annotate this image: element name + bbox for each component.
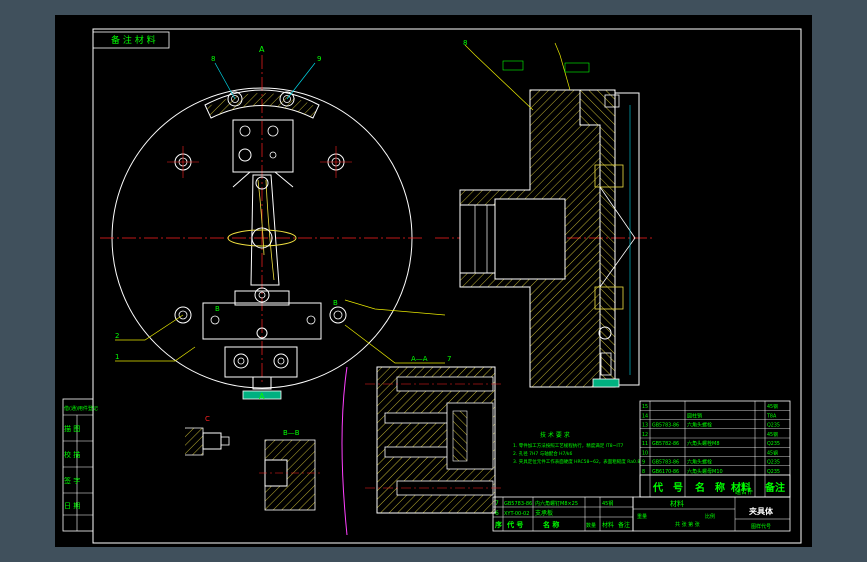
left-strip-row-1: 描 图 [64,424,80,433]
parts-row-3-col-5: 45钢 [767,431,778,438]
parts-header-1: 号 [673,482,683,494]
lower-row-1-code: XYT-00-02 [504,511,529,517]
parts-header-2: 名 [695,481,705,494]
drawing-border [92,28,802,544]
parts-row-7-col-2: 六角头螺母M10 [687,468,723,475]
lower-row-1-name: 支承板 [535,509,553,517]
cad-drawing: 备 注 材 料 借(通)用件登记 描 图 校 描 签 字 日 期 [62,28,802,544]
section-b-b-view: B—B [259,429,323,511]
left-strip: 借(通)用件登记 描 图 校 描 签 字 日 期 [62,398,98,532]
parts-row-1-col-0: 14 [642,413,648,419]
section-side-view: 8 [435,39,655,388]
lower-header-4: 材料 [602,521,614,529]
parts-row-5-col-5: 45钢 [767,449,778,456]
parts-row-1-col-2: 圆柱销 [687,412,702,419]
section-b-label-left: B [215,305,220,313]
parts-row-1-col-5: T8A [766,413,777,419]
section-a-label-bottom: A [259,392,265,401]
upper-clamp-block [232,119,294,173]
parts-row-6-col-2: 六角头螺栓 [687,459,712,466]
parts-row-2-col-0: 13 [642,423,648,429]
left-strip-row-0: 借(通)用件登记 [64,405,98,412]
clamp-plate [614,92,640,386]
title-scale-label: 比例 [705,513,715,520]
left-strip-row-4: 日 期 [64,502,80,510]
lower-header-1: 代 号 [506,520,523,529]
lower-row-0-name: 内六角螺钉M8×25 [535,500,578,507]
tech-line-0: 1. 零件加工方法按照工艺规程执行，精度满足 IT8~IT7 [513,442,623,449]
tech-title: 技 术 要 求 [540,431,570,439]
top-arc-slot [204,89,320,119]
side-view-label: 8 [463,39,467,47]
parts-row-2-col-5: Q235 [767,423,780,429]
parts-row-5-col-0: 10 [642,450,648,456]
title-drawing-name: 夹具体 [749,506,774,516]
lower-row-0-no: 7 [495,500,499,507]
left-strip-row-3: 签 字 [64,476,80,485]
leader-label-8: 8 [211,55,215,63]
left-strip-row-2: 校 描 [64,450,80,459]
parts-row-6-col-1: GB5783-86 [652,460,679,466]
lower-row-1-no: 6 [495,510,499,517]
lower-row-0-code: GB5783-86 [504,501,532,507]
parts-row-3-col-0: 12 [642,432,648,438]
parts-row-7-col-5: Q235 [767,469,780,475]
parts-row-4-col-2: 六角头螺栓M8 [687,440,720,447]
drawing-sheet: 备 注 材 料 借(通)用件登记 描 图 校 描 签 字 日 期 [55,15,812,547]
lower-header-3: 数量 [586,522,596,529]
top-left-box-text: 备 注 材 料 [111,34,156,46]
title-note-0: 重量 [637,513,647,520]
lower-header-2: 名 称 [543,520,559,529]
knurled-knob [242,390,282,400]
swing-lever-arm [250,174,280,286]
leader-label-1: 1 [115,353,119,361]
lower-clamp-block [202,302,322,340]
title-material-label: 材料 [670,499,684,508]
detail-view-c: C [185,415,230,456]
parts-row-0-col-0: 15 [642,404,648,410]
parts-header-0: 代 [652,481,663,494]
leader-label-9: 9 [317,55,321,63]
parts-row-7-col-1: GB6170-86 [652,469,679,475]
lower-header-5: 备注 [618,521,630,529]
parts-row-4-col-1: GB5782-86 [652,441,679,447]
parts-row-2-col-2: 六角头螺栓 [687,422,712,429]
main-plan-view: A A B B 8 9 1 2 7 [100,45,451,401]
technical-requirements: 技 术 要 求 1. 零件加工方法按照工艺规程执行，精度满足 IT8~IT7 2… [513,431,640,465]
parts-row-4-col-5: Q235 [767,441,780,447]
lower-row-0-mat: 45钢 [602,500,613,507]
parts-header-3: 称 [715,481,725,494]
title-note-1: 共 张 第 张 [675,521,700,528]
title-subtitle: 组合件 [735,488,753,496]
parts-row-7-col-0: 8 [642,469,645,475]
parts-row-4-col-0: 11 [642,441,648,447]
parts-row-2-col-1: GB5783-86 [652,423,679,429]
section-a-a-title: A—A [411,355,428,363]
tech-line-2: 3. 夹具定位元件工作表面硬度 HRC58~62，表面粗糙度 Ra0.8 [513,458,640,465]
section-a-a-view: A—A [341,355,503,536]
bottom-support [224,346,298,378]
lower-header-0: 序 [494,520,502,529]
leader-label-2: 2 [115,332,119,340]
title-drawing-no-label: 图样代号 [751,523,771,530]
parts-row-0-col-5: 45钢 [767,403,778,410]
parts-header-4: 材料 [731,481,751,494]
parts-row-6-col-0: 9 [642,460,645,466]
section-a-label-top: A [259,45,265,54]
detail-c-title: C [205,415,210,423]
tech-line-1: 2. 孔径 7H7 与轴配合 H7/k6 [513,450,572,457]
section-b-label-right: B [333,299,338,307]
section-b-b-title: B—B [283,429,300,437]
parts-row-6-col-5: Q235 [767,460,780,466]
parts-header-5: 备注 [764,481,785,494]
lower-parts-table: 7 GB5783-86 内六角螺钉M8×25 45钢 6 XYT-00-02 支… [492,496,634,532]
leader-label-7: 7 [447,355,451,363]
top-left-box [92,31,170,49]
title-block: 材料 组合件 重量 共 张 第 张 比例 夹具体 图样代号 [632,488,791,532]
